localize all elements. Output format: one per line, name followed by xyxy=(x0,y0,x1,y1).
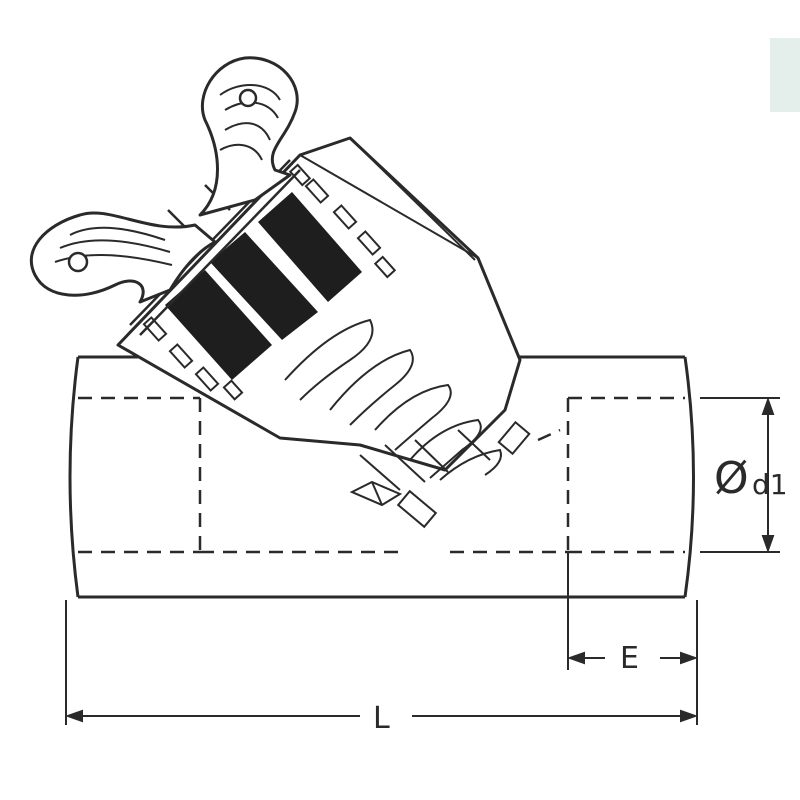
spring-teeth xyxy=(142,163,397,401)
hidden-bore-lines xyxy=(78,396,685,554)
strainer-screen xyxy=(284,318,502,491)
dimension-l xyxy=(65,600,698,725)
overall-length-label-l: L xyxy=(373,701,390,736)
end-length-label-e: E xyxy=(620,641,639,676)
wing-handle xyxy=(29,56,299,304)
dimension-d1 xyxy=(700,397,780,553)
corner-tab xyxy=(770,38,800,112)
diameter-symbol: Ø xyxy=(714,453,749,504)
coil-bands xyxy=(165,192,362,380)
drain-pin xyxy=(349,420,531,529)
diameter-label-d1: d1 xyxy=(752,468,788,501)
dimension-e xyxy=(567,552,698,725)
strainer-cap-housing xyxy=(116,136,522,472)
